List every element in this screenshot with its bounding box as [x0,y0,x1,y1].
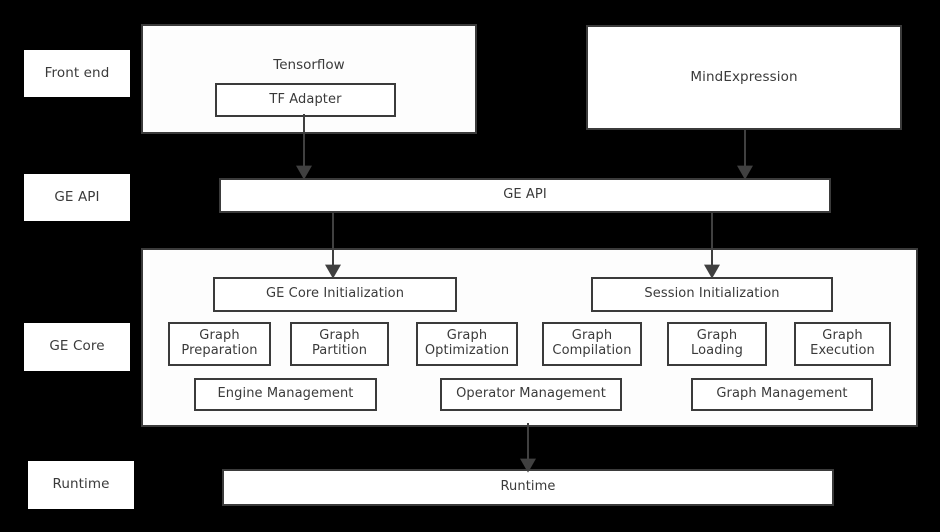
engine-management-box[interactable]: Engine Management [194,378,377,411]
runtime-bar[interactable]: Runtime [222,469,834,506]
graph-compilation-box[interactable]: Graph Compilation [542,322,642,366]
graph-management-box[interactable]: Graph Management [691,378,873,411]
layer-label-runtime: Runtime [28,461,134,509]
operator-management-box[interactable]: Operator Management [440,378,622,411]
graph-partition-box[interactable]: Graph Partition [290,322,389,366]
graph-optimization-box[interactable]: Graph Optimization [416,322,518,366]
layer-label-ge-api: GE API [24,174,130,221]
ge-api-bar[interactable]: GE API [219,178,831,213]
graph-execution-box[interactable]: Graph Execution [794,322,891,366]
session-initialization-box[interactable]: Session Initialization [591,277,833,312]
ge-core-initialization-box[interactable]: GE Core Initialization [213,277,457,312]
tf-adapter-box[interactable]: TF Adapter [215,83,396,117]
tensorflow-container[interactable]: Tensorflow TF Adapter [141,24,477,134]
layer-label-ge-core: GE Core [24,323,130,371]
tensorflow-title: Tensorflow [273,57,345,73]
ge-core-container: GE Core Initialization Session Initializ… [141,248,918,427]
graph-preparation-box[interactable]: Graph Preparation [168,322,271,366]
graph-loading-box[interactable]: Graph Loading [667,322,767,366]
mindexpression-box[interactable]: MindExpression [586,25,902,130]
layer-label-front-end: Front end [24,50,130,97]
